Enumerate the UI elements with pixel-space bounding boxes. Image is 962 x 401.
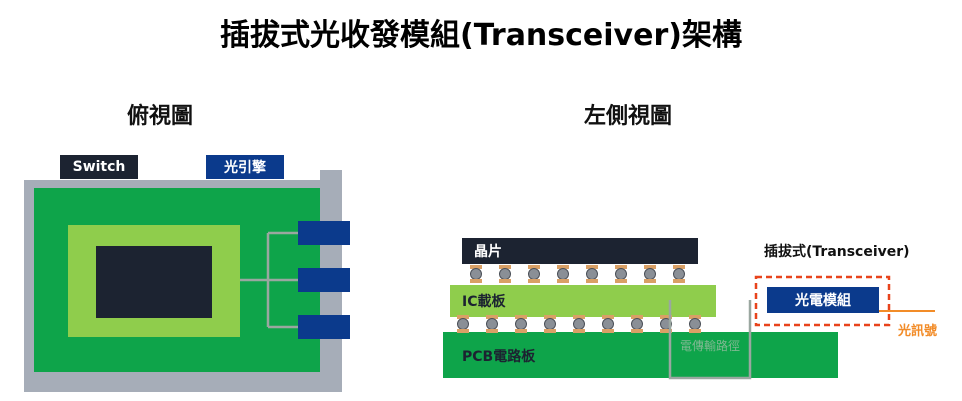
transceiver-label: 插拔式(Transceiver) [764, 244, 910, 260]
solder-bump [470, 268, 482, 280]
solder-bump [673, 268, 685, 280]
solder-pad [528, 265, 540, 269]
solder-pad [573, 315, 585, 319]
solder-pad [660, 329, 672, 333]
solder-pad [557, 279, 569, 283]
solder-pad [457, 315, 469, 319]
solder-pad [586, 265, 598, 269]
optical-engine-3 [298, 315, 350, 339]
solder-pad [515, 315, 527, 319]
solder-pad [486, 329, 498, 333]
optical-signal-label: 光訊號 [898, 324, 938, 339]
electrical-path-line [668, 300, 752, 380]
optical-engine-2 [298, 268, 350, 292]
page-title: 插拔式光收發模組(Transceiver)架構 [220, 18, 742, 53]
solder-pad [470, 265, 482, 269]
solder-bump [689, 318, 701, 330]
solder-pad [660, 315, 672, 319]
solder-pad [470, 279, 482, 283]
chip-solder-bumps [470, 265, 685, 283]
solder-pad [602, 329, 614, 333]
solder-pad [631, 315, 643, 319]
top-view-heading: 俯視圖 [127, 104, 194, 129]
side-chip [462, 238, 698, 264]
solder-pad [557, 265, 569, 269]
solder-pad [602, 315, 614, 319]
solder-bump [528, 268, 540, 280]
solder-bump [515, 318, 527, 330]
solder-pad [528, 279, 540, 283]
solder-pad [644, 279, 656, 283]
optoelectronic-module-label: 光電模組 [795, 293, 851, 309]
solder-pad [615, 265, 627, 269]
switch-chip [96, 246, 212, 318]
ic-substrate-label: IC載板 [462, 294, 506, 310]
solder-bump [631, 318, 643, 330]
solder-pad [573, 329, 585, 333]
solder-bump [602, 318, 614, 330]
side-ic-substrate [450, 285, 716, 317]
solder-bump [486, 318, 498, 330]
substrate-solder-bumps [457, 315, 701, 333]
chip-label: 晶片 [474, 244, 502, 260]
solder-pad [586, 279, 598, 283]
solder-bump [499, 268, 511, 280]
solder-bump [615, 268, 627, 280]
solder-pad [499, 279, 511, 283]
solder-pad [544, 315, 556, 319]
optical-engine-traces [240, 231, 300, 329]
switch-label: Switch [60, 155, 138, 179]
solder-bump [544, 318, 556, 330]
solder-pad [457, 329, 469, 333]
optical-engine-label: 光引擎 [206, 155, 284, 179]
solder-pad [499, 265, 511, 269]
solder-pad [631, 329, 643, 333]
solder-bump [457, 318, 469, 330]
solder-pad [615, 279, 627, 283]
solder-bump [557, 268, 569, 280]
electrical-path-label: 電傳輸路徑 [680, 339, 741, 353]
solder-bump [586, 268, 598, 280]
optoelectronic-module [767, 287, 879, 313]
solder-bump [573, 318, 585, 330]
pcb-label: PCB電路板 [462, 349, 536, 365]
optical-engine-1 [298, 221, 350, 245]
solder-pad [673, 279, 685, 283]
solder-pad [486, 315, 498, 319]
solder-pad [515, 329, 527, 333]
side-pcb-board [443, 332, 838, 378]
solder-pad [689, 329, 701, 333]
solder-pad [544, 329, 556, 333]
solder-pad [644, 265, 656, 269]
solder-pad [673, 265, 685, 269]
solder-bump [644, 268, 656, 280]
side-view-heading: 左側視圖 [584, 104, 673, 129]
solder-pad [689, 315, 701, 319]
